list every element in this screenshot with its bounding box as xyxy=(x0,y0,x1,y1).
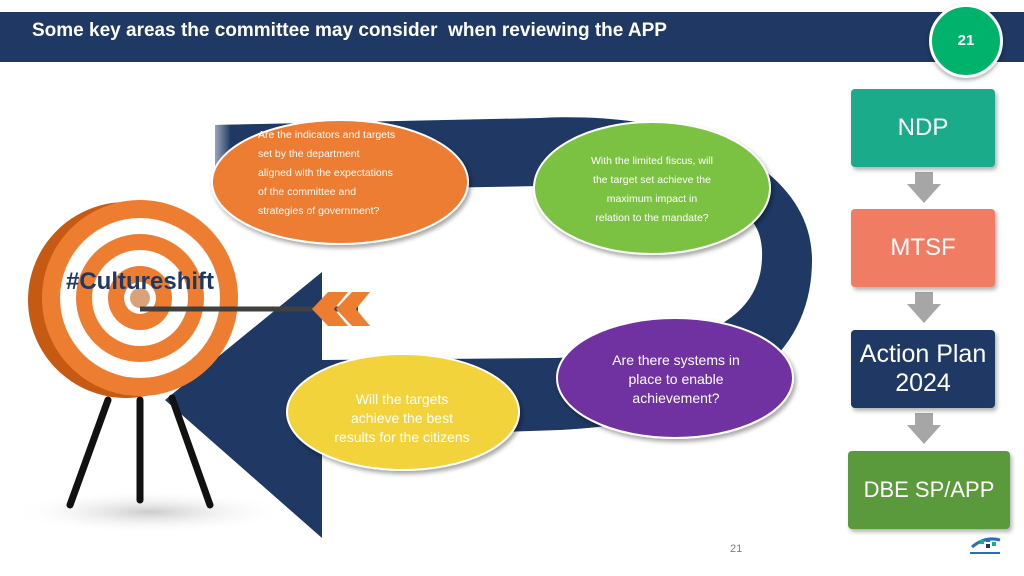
flow-box-label: MTSF xyxy=(890,234,956,261)
bubble-yellow xyxy=(286,353,520,471)
bubble-yellow-text: Will the targets achieve the best result… xyxy=(312,390,492,447)
bubble-line: maximum impact in xyxy=(606,193,698,205)
header-bar xyxy=(0,12,1024,62)
bubble-green xyxy=(533,121,771,255)
bubble-line: Will the targets xyxy=(355,391,449,407)
flow-box-label: NDP xyxy=(897,114,949,141)
bubble-line: the target set achieve the xyxy=(593,174,711,186)
flow-box-dbe-sp-app: DBE SP/APP xyxy=(848,451,1010,529)
target-leg-left xyxy=(66,396,112,509)
page-badge-number: 21 xyxy=(957,32,975,49)
bubble-line: Are the indicators and targets xyxy=(258,129,396,141)
bubble-line: aligned with the expectations xyxy=(258,167,393,179)
bubble-orange xyxy=(211,119,469,245)
flow-box-label: DBE SP/APP xyxy=(863,477,995,502)
target-label: #Cultureshift xyxy=(66,268,215,295)
bubble-line: achievement? xyxy=(632,390,720,406)
bubble-purple-text: Are there systems in place to enable ach… xyxy=(586,351,766,408)
bubble-line: set by the department xyxy=(258,148,360,160)
flow-connectors xyxy=(907,172,941,444)
bubble-line: Are there systems in xyxy=(612,352,740,368)
flow-box-ndp: NDP xyxy=(851,89,995,167)
flow-box-mtsf: MTSF xyxy=(851,209,995,287)
bubble-line: strategies of government? xyxy=(258,205,380,217)
target-shadow xyxy=(10,490,290,534)
footer-page-number: 21 xyxy=(730,543,743,555)
dart-fletching xyxy=(312,292,370,326)
bubble-line: relation to the mandate? xyxy=(595,212,709,224)
logo-icon xyxy=(970,537,1001,554)
bubble-line: place to enable xyxy=(628,371,724,387)
target-board xyxy=(42,200,238,396)
flow-box-label: Action Plan 2024 xyxy=(859,340,987,397)
bubble-line: With the limited fiscus, will xyxy=(591,155,713,167)
bubble-orange-text: Are the indicators and targets set by th… xyxy=(258,126,395,221)
bubble-line: of the committee and xyxy=(258,186,357,198)
bubble-line: results for the citizens xyxy=(334,429,470,445)
bubble-purple xyxy=(556,317,794,439)
bubble-green-text: With the limited fiscus, will the target… xyxy=(562,152,742,228)
page-badge: 21 xyxy=(929,4,1003,78)
flow-box-action-plan: Action Plan 2024 xyxy=(851,330,995,408)
bubble-line: achieve the best xyxy=(351,410,453,426)
slide-title: Some key areas the committee may conside… xyxy=(32,20,667,41)
target-leg-right xyxy=(168,394,214,509)
